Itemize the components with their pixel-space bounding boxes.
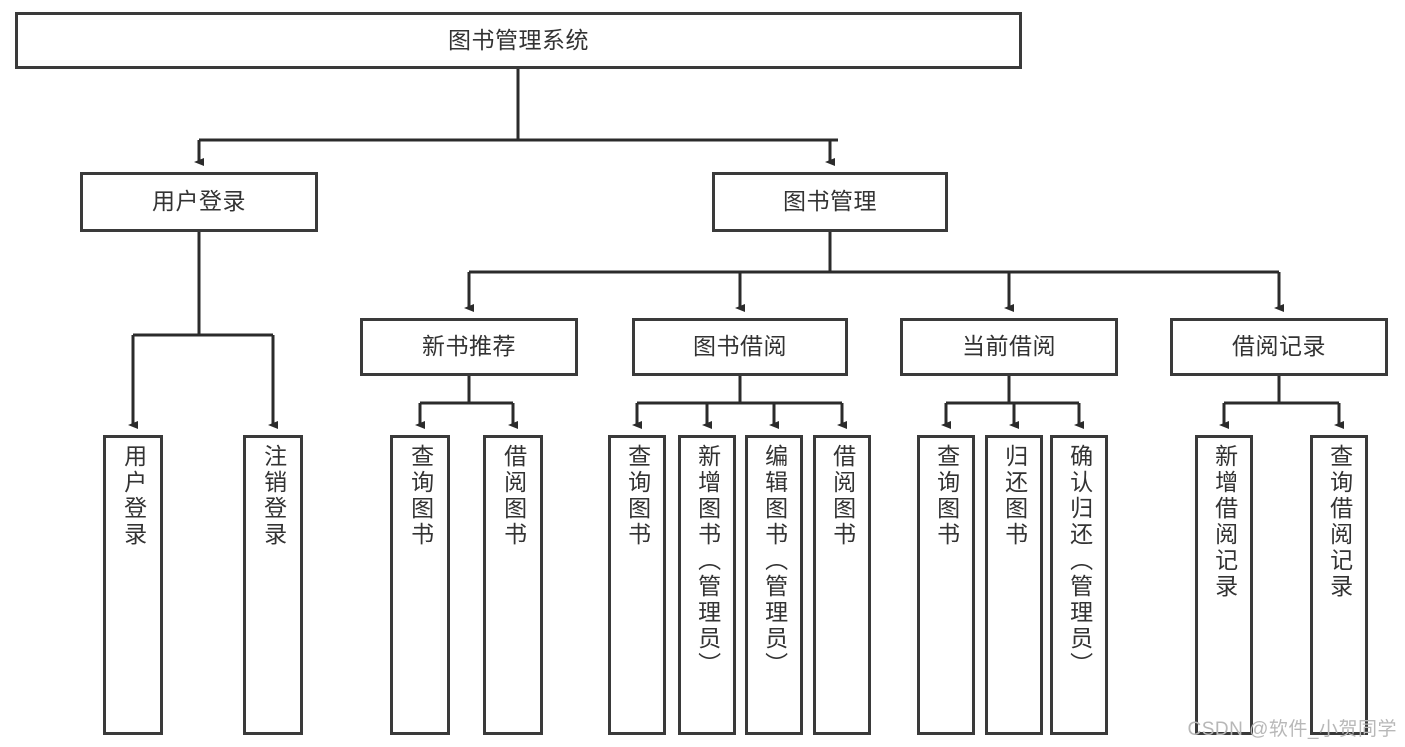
leaf-logout-label: 注销登录 [260, 444, 287, 548]
watermark: CSDN @软件_小贺同学 [1187, 719, 1397, 740]
leaf-query-record[interactable]: 查询借阅记录 [1310, 435, 1368, 735]
leaf-borrow-book-1[interactable]: 借阅图书 [483, 435, 543, 735]
leaf-confirm-return-label: 确认归还（管理员） [1066, 444, 1093, 678]
node-root[interactable]: 图书管理系统 [15, 12, 1022, 69]
leaf-query-book-3[interactable]: 查询图书 [917, 435, 975, 735]
node-borrow-record-label: 借阅记录 [1232, 333, 1326, 360]
leaf-borrow-book-1-label: 借阅图书 [500, 444, 527, 548]
leaf-borrow-book-2[interactable]: 借阅图书 [813, 435, 871, 735]
leaf-add-book-label: 新增图书（管理员） [694, 444, 721, 678]
leaf-user-login-label: 用户登录 [120, 444, 147, 548]
leaf-borrow-book-2-label: 借阅图书 [829, 444, 856, 548]
node-borrow-record[interactable]: 借阅记录 [1170, 318, 1388, 376]
node-book-borrow[interactable]: 图书借阅 [632, 318, 848, 376]
leaf-add-record-label: 新增借阅记录 [1211, 444, 1238, 600]
node-book-manage-label: 图书管理 [783, 188, 877, 215]
leaf-query-book-3-label: 查询图书 [933, 444, 960, 548]
node-user-login[interactable]: 用户登录 [80, 172, 318, 232]
leaf-query-book-2[interactable]: 查询图书 [608, 435, 666, 735]
leaf-query-record-label: 查询借阅记录 [1326, 444, 1353, 600]
leaf-query-book-1[interactable]: 查询图书 [390, 435, 450, 735]
leaf-return-book[interactable]: 归还图书 [985, 435, 1043, 735]
leaf-query-book-2-label: 查询图书 [624, 444, 651, 548]
node-current-borrow-label: 当前借阅 [962, 333, 1056, 360]
node-root-label: 图书管理系统 [448, 26, 589, 53]
leaf-logout[interactable]: 注销登录 [243, 435, 303, 735]
leaf-edit-book[interactable]: 编辑图书（管理员） [745, 435, 803, 735]
leaf-edit-book-label: 编辑图书（管理员） [761, 444, 788, 678]
leaf-user-login[interactable]: 用户登录 [103, 435, 163, 735]
leaf-query-book-1-label: 查询图书 [407, 444, 434, 548]
node-current-borrow[interactable]: 当前借阅 [900, 318, 1118, 376]
node-new-book-rec-label: 新书推荐 [422, 333, 516, 360]
node-book-manage[interactable]: 图书管理 [712, 172, 948, 232]
node-book-borrow-label: 图书借阅 [693, 333, 787, 360]
leaf-add-book[interactable]: 新增图书（管理员） [678, 435, 736, 735]
node-new-book-rec[interactable]: 新书推荐 [360, 318, 578, 376]
leaf-add-record[interactable]: 新增借阅记录 [1195, 435, 1253, 735]
node-user-login-label: 用户登录 [152, 188, 246, 215]
leaf-return-book-label: 归还图书 [1001, 444, 1028, 548]
leaf-confirm-return[interactable]: 确认归还（管理员） [1050, 435, 1108, 735]
